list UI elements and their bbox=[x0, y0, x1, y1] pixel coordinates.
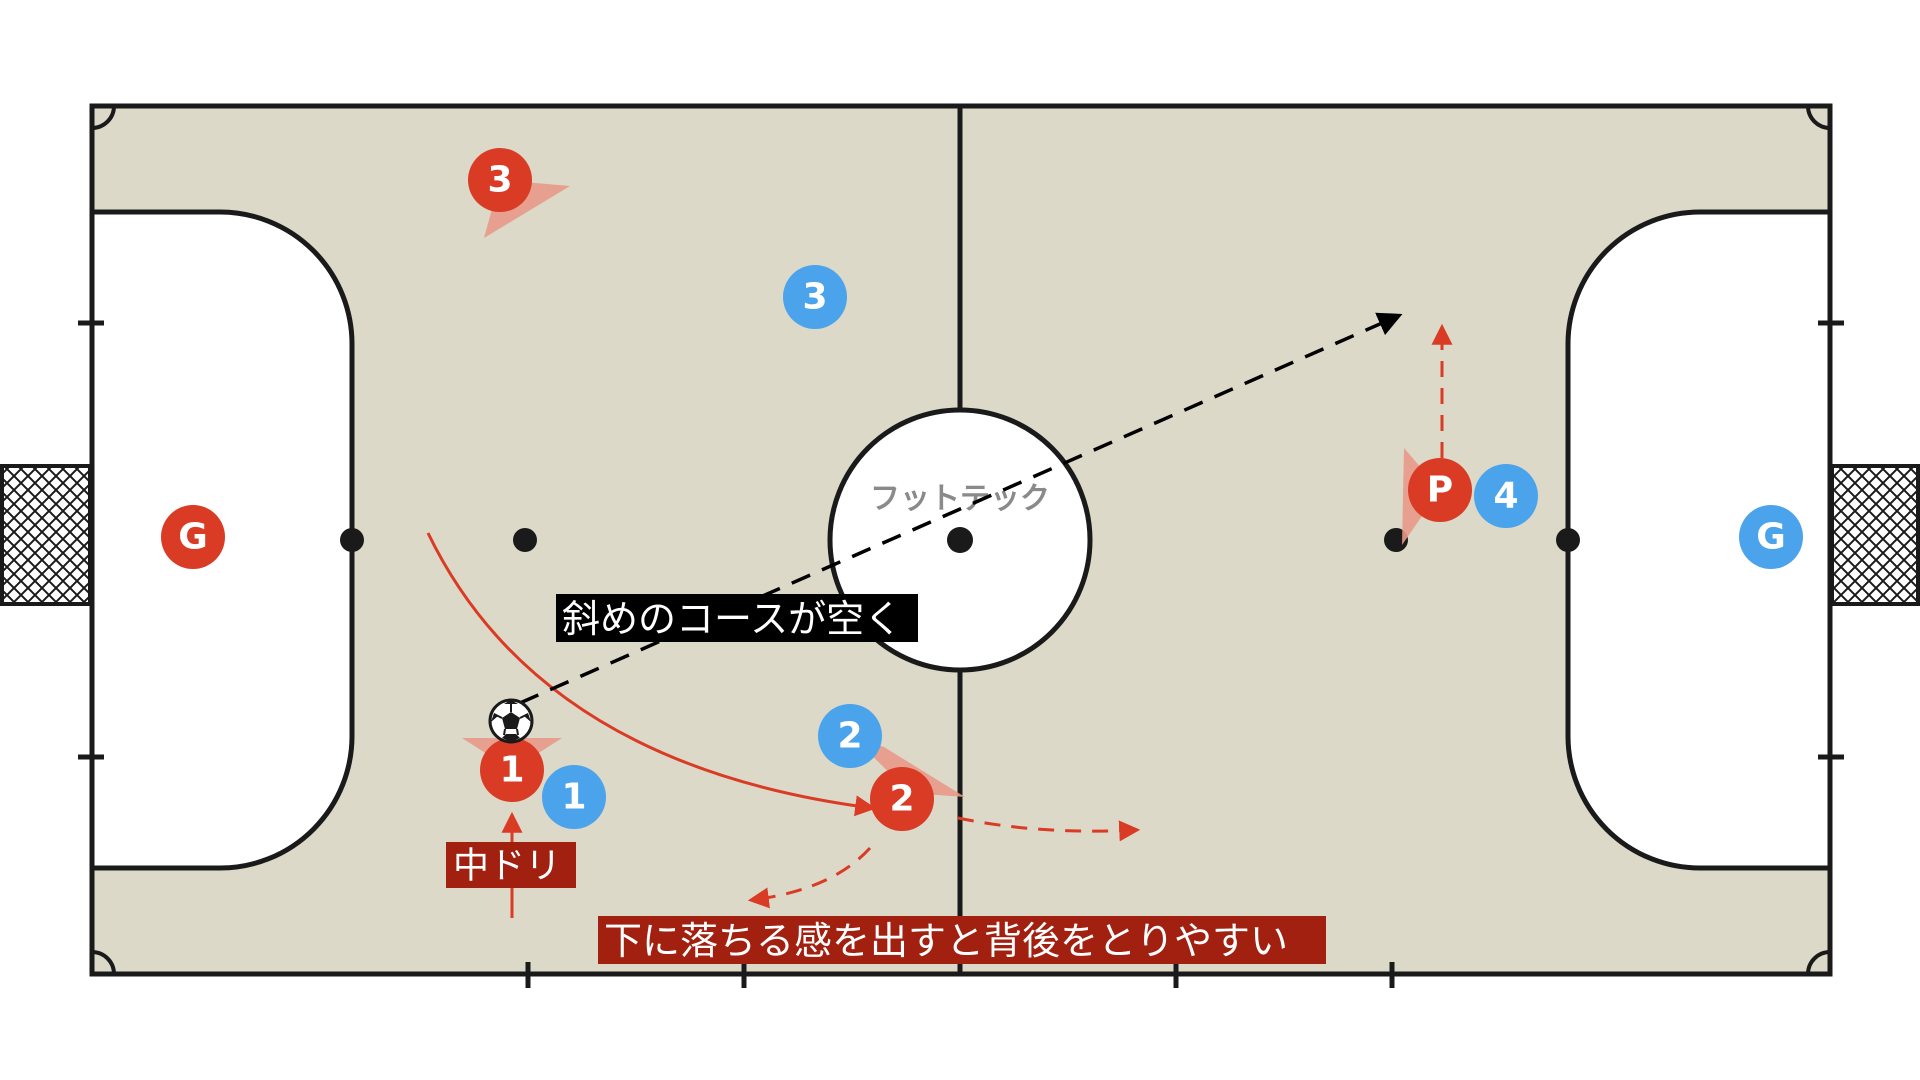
left-goal-net-icon bbox=[0, 464, 92, 606]
red-player-2: 2 bbox=[870, 767, 934, 831]
center-dribble-caption: 中ドリ bbox=[446, 842, 576, 888]
red-player-2-label: 2 bbox=[889, 779, 914, 820]
red-2-run-right-arrow bbox=[957, 816, 1141, 842]
drop-down-caption-text: 下に落ちる感を出すと背後をとりやすい bbox=[604, 919, 1288, 963]
blue-player-2-label: 2 bbox=[837, 716, 862, 757]
red-1-run-curve bbox=[426, 532, 877, 817]
blue-goalkeeper-label: G bbox=[1756, 517, 1786, 558]
red-player-1-label: 1 bbox=[499, 750, 524, 791]
red-player-1: 1 bbox=[480, 738, 544, 802]
corner-arc-top-right bbox=[1806, 105, 1831, 130]
red-player-3-label: 3 bbox=[487, 160, 512, 201]
court-spots bbox=[340, 527, 1580, 553]
drop-down-caption: 下に落ちる感を出すと背後をとりやすい bbox=[598, 916, 1326, 964]
corner-arc-bottom-left bbox=[91, 950, 116, 975]
red-goalkeeper: G bbox=[161, 505, 225, 569]
diagonal-course-caption: 斜めのコースが空く bbox=[556, 594, 918, 642]
red-pivot: P bbox=[1408, 458, 1472, 522]
blue-player-4: 4 bbox=[1474, 464, 1538, 528]
soccer-ball-icon bbox=[488, 698, 534, 744]
corner-arc-bottom-right bbox=[1806, 950, 1831, 975]
touchline-marks bbox=[78, 320, 1844, 988]
blue-player-1-label: 1 bbox=[561, 777, 586, 818]
corner-arc-top-left bbox=[91, 105, 116, 130]
blue-player-2: 2 bbox=[818, 704, 882, 768]
blue-player-3-label: 3 bbox=[802, 277, 827, 318]
red-goalkeeper-label: G bbox=[178, 517, 208, 558]
blue-2-vision-cone bbox=[852, 736, 965, 797]
diagonal-pass-line bbox=[519, 312, 1403, 705]
blue-player-3: 3 bbox=[783, 265, 847, 329]
red-player-3: 3 bbox=[468, 148, 532, 212]
watermark-text: フットテック bbox=[870, 482, 1050, 517]
right-penalty-area bbox=[1565, 209, 1833, 871]
blue-player-1: 1 bbox=[542, 765, 606, 829]
diagonal-course-caption-text: 斜めのコースが空く bbox=[562, 597, 902, 641]
center-dribble-caption-text: 中ドリ bbox=[453, 846, 561, 887]
red-pivot-label: P bbox=[1427, 470, 1453, 511]
blue-player-4-label: 4 bbox=[1493, 476, 1518, 517]
red-2-drop-arrow bbox=[747, 846, 872, 909]
blue-goalkeeper: G bbox=[1739, 505, 1803, 569]
right-goal-net-icon bbox=[1830, 464, 1920, 606]
